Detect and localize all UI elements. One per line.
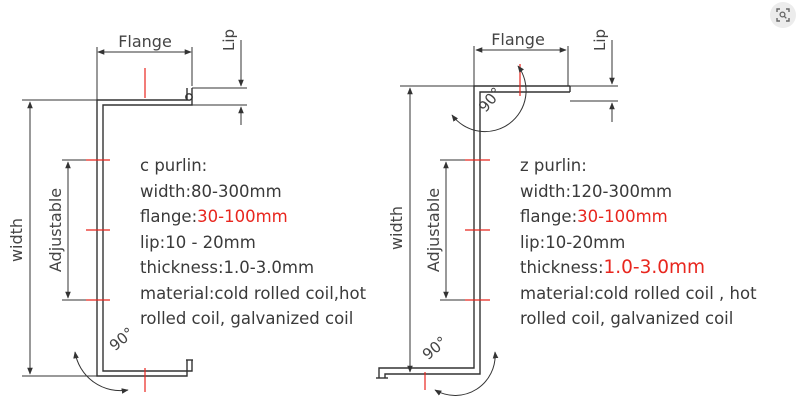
c-width-label: width (7, 218, 26, 262)
c-purlin-title: c purlin: (140, 156, 208, 175)
c-lip-label: Lip (220, 29, 238, 51)
c-width-spec: width:80-300mm (140, 181, 282, 201)
c-material-line1: material:cold rolled coil,hot (140, 283, 367, 303)
c-thickness-spec: thickness:1.0-3.0mm (140, 258, 315, 277)
z-adjustable-label: Adjustable (424, 188, 443, 272)
c-flange-spec: flange:30-100mm (140, 207, 288, 226)
c-purlin-specs: c purlin: width:80-300mm flange:30-100mm… (140, 153, 366, 332)
z-width-spec: width:120-300mm (520, 181, 673, 201)
z-lip-spec: lip:10-20mm (520, 232, 626, 252)
z-purlin-title: z purlin: (520, 156, 587, 175)
c-adjustable-label: Adjustable (46, 188, 65, 272)
c-angle-arc (73, 351, 129, 394)
z-width-label: width (387, 206, 406, 250)
z-material-line2: rolled coil, galvanized coil (520, 309, 734, 328)
z-thickness-spec: thickness:1.0-3.0mm (520, 257, 706, 278)
c-purlin-drawing (22, 40, 247, 394)
z-flange-label: Flange (491, 30, 545, 49)
c-purlin-profile-outer (96, 88, 188, 377)
visual-search-button[interactable] (770, 2, 796, 28)
z-lip-label: Lip (591, 29, 609, 51)
c-flange-label: Flange (118, 32, 172, 51)
visual-search-icon (776, 8, 790, 22)
z-angle-arc-top (451, 65, 527, 133)
z-purlin-drawing (376, 40, 618, 396)
z-angle-arc-bottom (434, 351, 499, 396)
c-material-line2: rolled coil, galvanized coil (140, 309, 354, 328)
c-angle-label: 90° (106, 324, 138, 355)
z-material-line1: material:cold rolled coil , hot (520, 283, 757, 303)
c-purlin-profile-inner (102, 88, 193, 372)
z-angle-label-bottom: 90° (419, 333, 451, 364)
z-purlin-specs: z purlin: width:120-300mm flange:30-100m… (520, 153, 757, 332)
z-flange-spec: flange:30-100mm (520, 207, 668, 226)
c-lip-spec: lip:10 - 20mm (140, 232, 256, 252)
